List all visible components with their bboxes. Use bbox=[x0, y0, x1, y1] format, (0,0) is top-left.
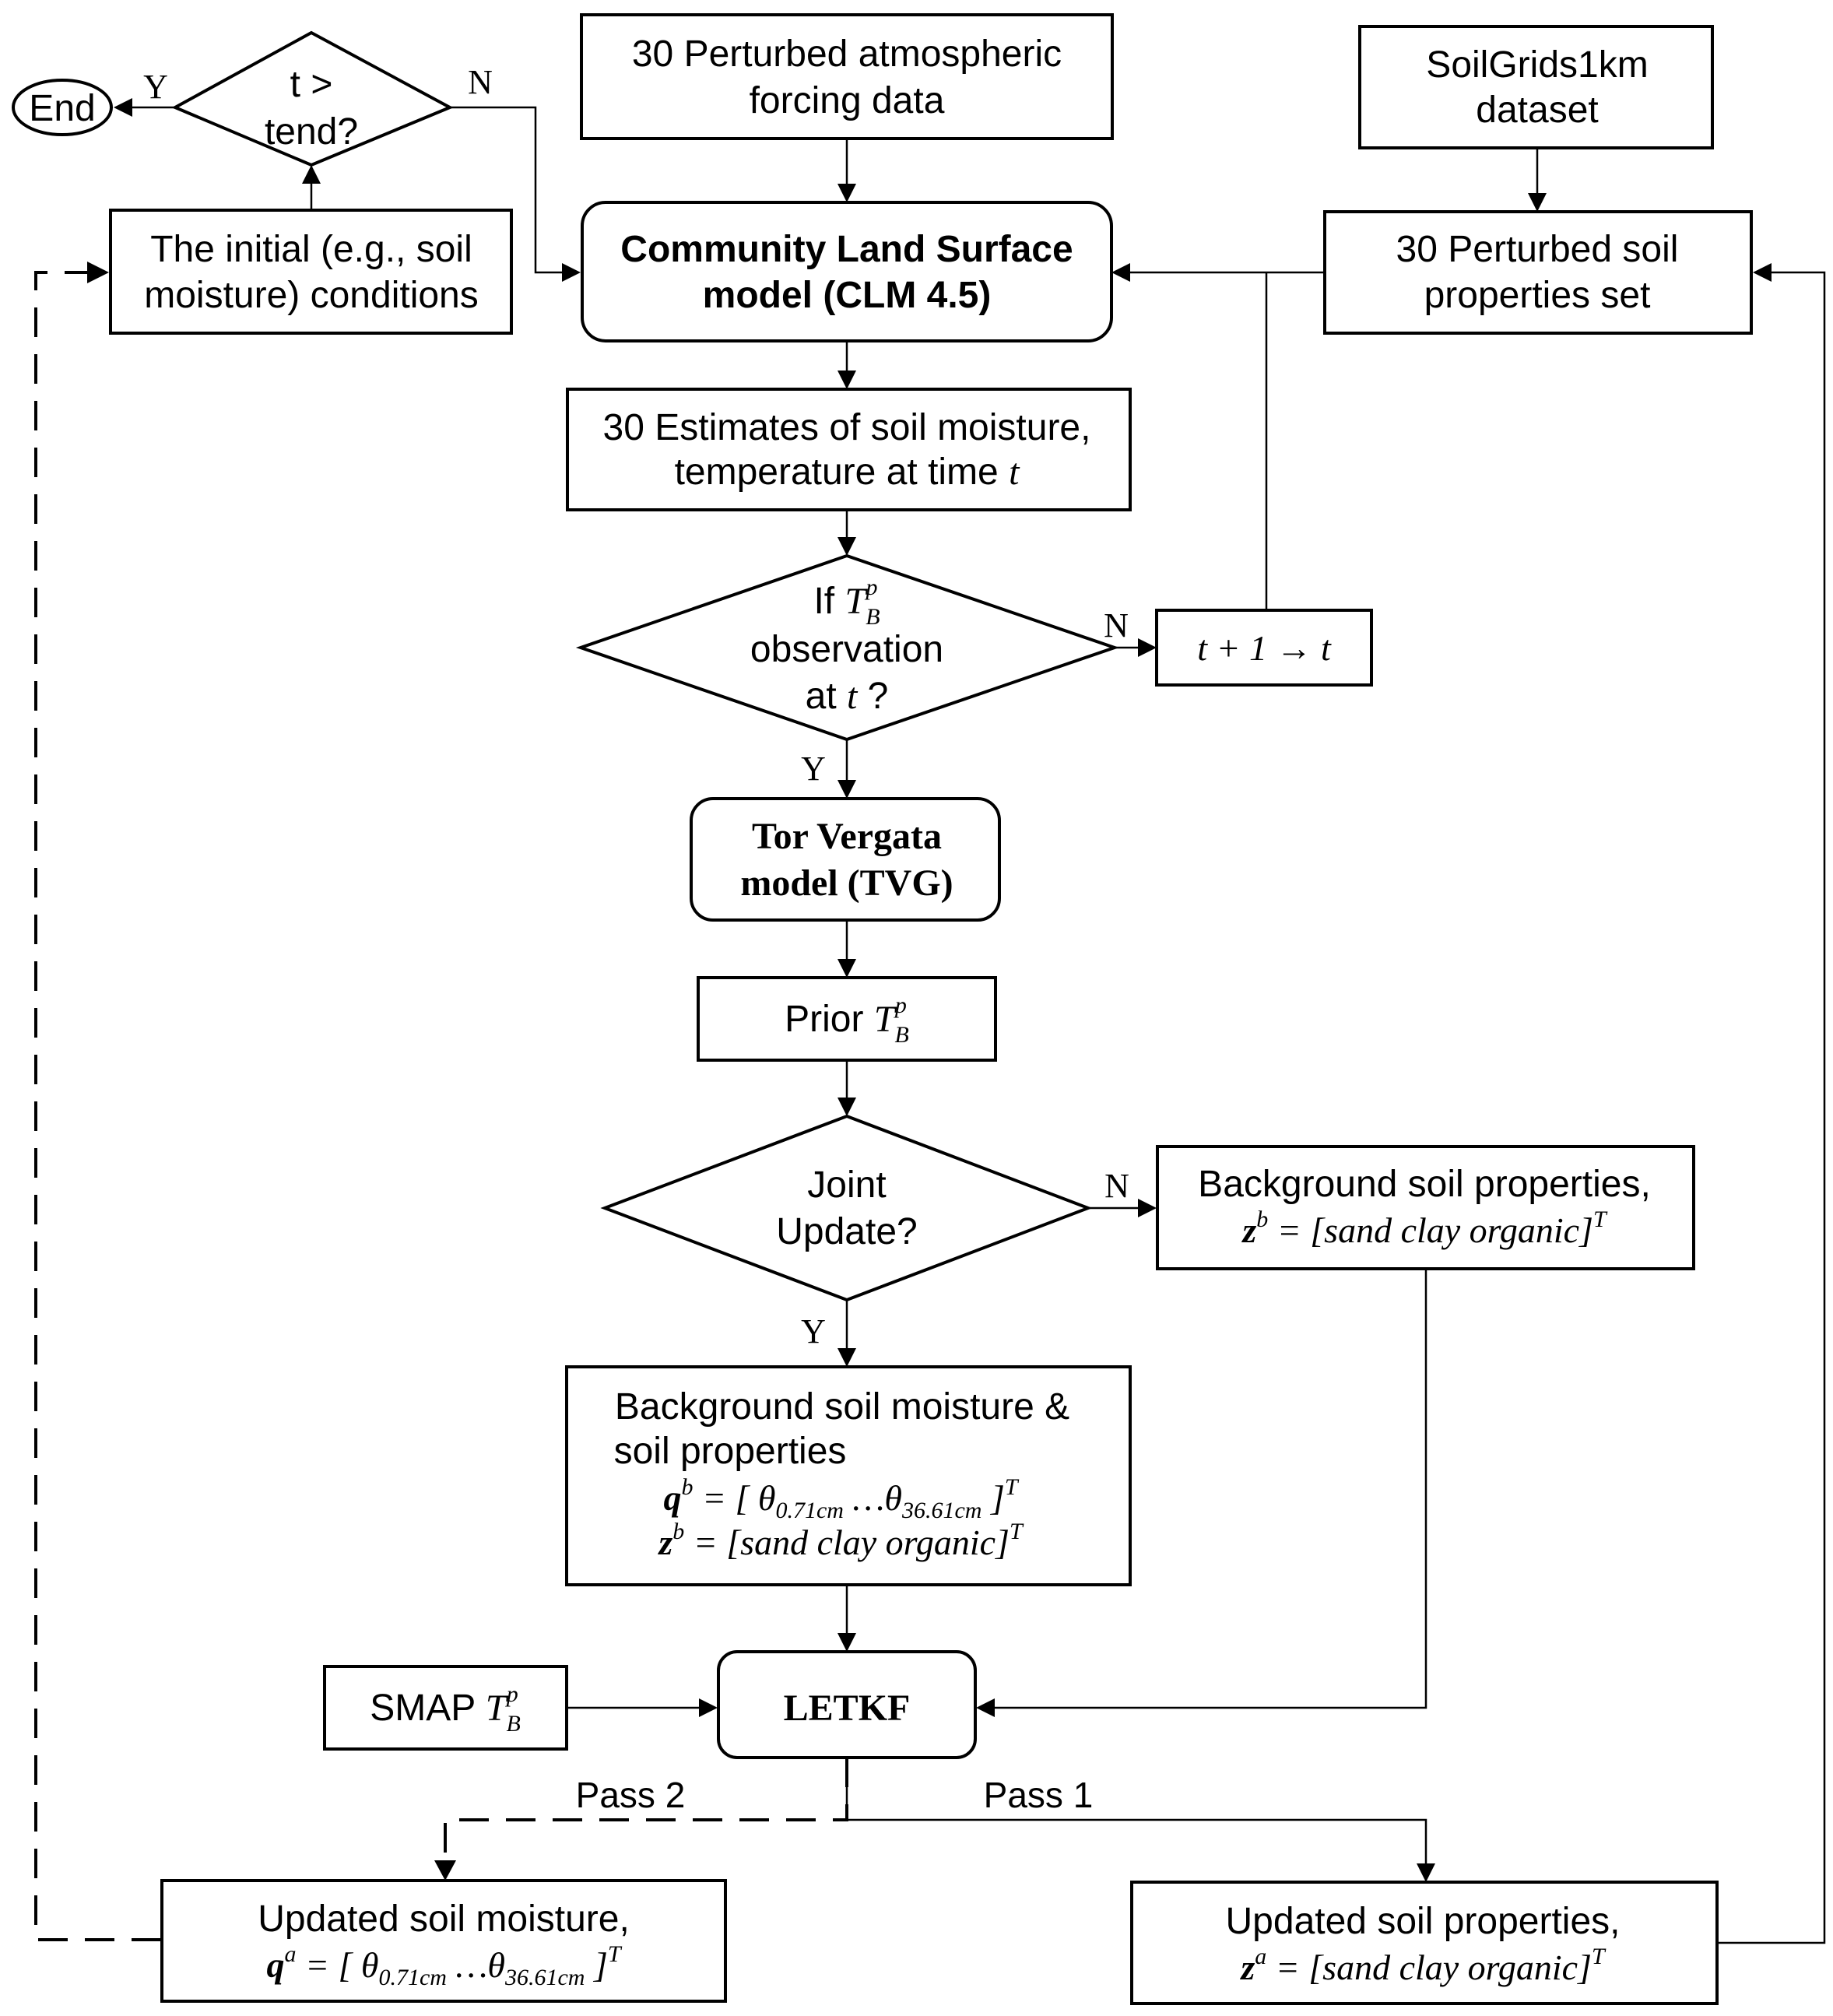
observation-label-2: observation bbox=[750, 629, 943, 670]
time-increment-box bbox=[1155, 609, 1373, 687]
edge-bgprops-letkf bbox=[995, 1269, 1427, 1709]
arrow-head bbox=[837, 1348, 856, 1367]
background-properties-box bbox=[1156, 1145, 1695, 1270]
bg-both-label-4: zb = [sand clay organic]T bbox=[657, 1519, 1024, 1562]
edge-letkf-pass1 bbox=[845, 1758, 1427, 1863]
tend-label-1: t > bbox=[290, 64, 333, 105]
upd-sm-label-1: Updated soil moisture, bbox=[258, 1898, 630, 1940]
edge-letkf-pass2 bbox=[444, 1758, 848, 1860]
arrow-head bbox=[1753, 263, 1772, 282]
edge-moisture-initial bbox=[34, 271, 161, 1941]
bg-props-label-1: Background soil properties, bbox=[1198, 1164, 1651, 1205]
perturbed-soil-label-1: 30 Perturbed soil bbox=[1396, 229, 1679, 270]
prior-label: Prior TBp bbox=[785, 992, 909, 1048]
upd-sp-label-1: Updated soil properties, bbox=[1226, 1901, 1621, 1942]
estimates-box bbox=[566, 388, 1132, 511]
arrow-head bbox=[837, 537, 856, 556]
initial-label-2: moisture) conditions bbox=[144, 275, 479, 316]
arrow-head bbox=[87, 262, 109, 283]
estimates-label-1: 30 Estimates of soil moisture, bbox=[603, 407, 1091, 448]
tvg-label-2: model (TVG) bbox=[740, 862, 953, 904]
soilgrids-label-1: SoilGrids1km bbox=[1426, 44, 1648, 86]
arrow-head bbox=[114, 98, 132, 117]
arrow-head bbox=[434, 1860, 456, 1881]
arrow-head bbox=[1138, 1199, 1157, 1217]
bg-both-label-1: Background soil moisture & bbox=[615, 1386, 1069, 1428]
joint-update-decision bbox=[600, 1114, 1093, 1302]
prior-box bbox=[697, 976, 997, 1062]
updated-properties-box bbox=[1130, 1881, 1719, 2005]
tend-label-2: tend? bbox=[265, 111, 358, 153]
perturbed-soil-label-2: properties set bbox=[1424, 275, 1651, 316]
end-node bbox=[12, 79, 113, 136]
joint-label-2: Update? bbox=[776, 1211, 917, 1252]
label-tend-no: N bbox=[468, 63, 493, 101]
bg-props-label-2: zb = [sand clay organic]T bbox=[1241, 1206, 1608, 1250]
upd-sp-label-2: za = [sand clay organic]T bbox=[1239, 1944, 1607, 1987]
label-joint-yes: Y bbox=[801, 1312, 826, 1350]
label-pass-1: Pass 1 bbox=[984, 1775, 1094, 1815]
label-joint-no: N bbox=[1104, 1167, 1129, 1205]
clm-label-2: model (CLM 4.5) bbox=[703, 275, 992, 316]
bg-both-label-2: soil properties bbox=[614, 1431, 847, 1472]
label-observation-yes: Y bbox=[801, 750, 826, 788]
bg-both-label-3: qb = [ θ0.71cm …θ36.61cm ]T bbox=[663, 1474, 1019, 1523]
soilgrids-label-2: dataset bbox=[1476, 90, 1598, 131]
arrow-head bbox=[1111, 263, 1130, 282]
end-label: End bbox=[29, 88, 95, 129]
edge-props-perturbed bbox=[1717, 271, 1826, 1944]
smap-box bbox=[323, 1665, 568, 1751]
time-increment-label: t + 1 → t bbox=[1197, 628, 1332, 668]
label-observation-no: N bbox=[1104, 606, 1129, 644]
letkf-box bbox=[717, 1650, 977, 1759]
letkf-label: LETKF bbox=[784, 1688, 911, 1729]
arrow-head bbox=[976, 1698, 995, 1717]
arrow-head bbox=[837, 780, 856, 799]
arrow-head bbox=[837, 959, 856, 978]
clm-model-box bbox=[581, 201, 1113, 342]
arrow-head bbox=[837, 1633, 856, 1652]
tend-decision bbox=[171, 30, 454, 167]
upd-sm-label-2: qa = [ θ0.71cm …θ36.61cm ]T bbox=[266, 1941, 622, 1990]
initial-conditions-box bbox=[109, 209, 513, 335]
label-tend-yes: Y bbox=[143, 68, 168, 106]
observation-decision bbox=[575, 553, 1120, 742]
clm-label-1: Community Land Surface bbox=[620, 229, 1073, 270]
arrow-head bbox=[837, 371, 856, 389]
arrow-head bbox=[699, 1698, 718, 1717]
arrow-head bbox=[1417, 1863, 1435, 1882]
forcing-label-2: forcing data bbox=[750, 80, 945, 121]
tvg-model-box bbox=[690, 797, 1001, 922]
arrow-head bbox=[837, 1098, 856, 1116]
arrow-head bbox=[562, 263, 581, 282]
arrow-head bbox=[1528, 193, 1547, 212]
forcing-box bbox=[580, 13, 1114, 140]
observation-label-1: If TBp bbox=[813, 574, 880, 630]
soilgrids-box bbox=[1358, 25, 1714, 149]
edge-tend-no-clm bbox=[450, 106, 562, 274]
forcing-label-1: 30 Perturbed atmospheric bbox=[632, 33, 1062, 75]
tvg-label-1: Tor Vergata bbox=[752, 816, 942, 857]
arrow-head bbox=[1138, 638, 1157, 657]
joint-label-1: Joint bbox=[807, 1164, 886, 1206]
arrow-head bbox=[302, 165, 321, 184]
initial-label-1: The initial (e.g., soil bbox=[150, 229, 472, 270]
background-moisture-properties-box bbox=[565, 1365, 1132, 1586]
smap-label: SMAP TBp bbox=[370, 1681, 521, 1737]
perturbed-soil-box bbox=[1323, 210, 1753, 335]
estimates-label-2: temperature at time t bbox=[675, 451, 1021, 493]
updated-moisture-box bbox=[160, 1879, 727, 2003]
label-pass-2: Pass 2 bbox=[576, 1775, 686, 1815]
arrow-head bbox=[837, 184, 856, 202]
observation-label-3: at t ? bbox=[806, 676, 889, 717]
